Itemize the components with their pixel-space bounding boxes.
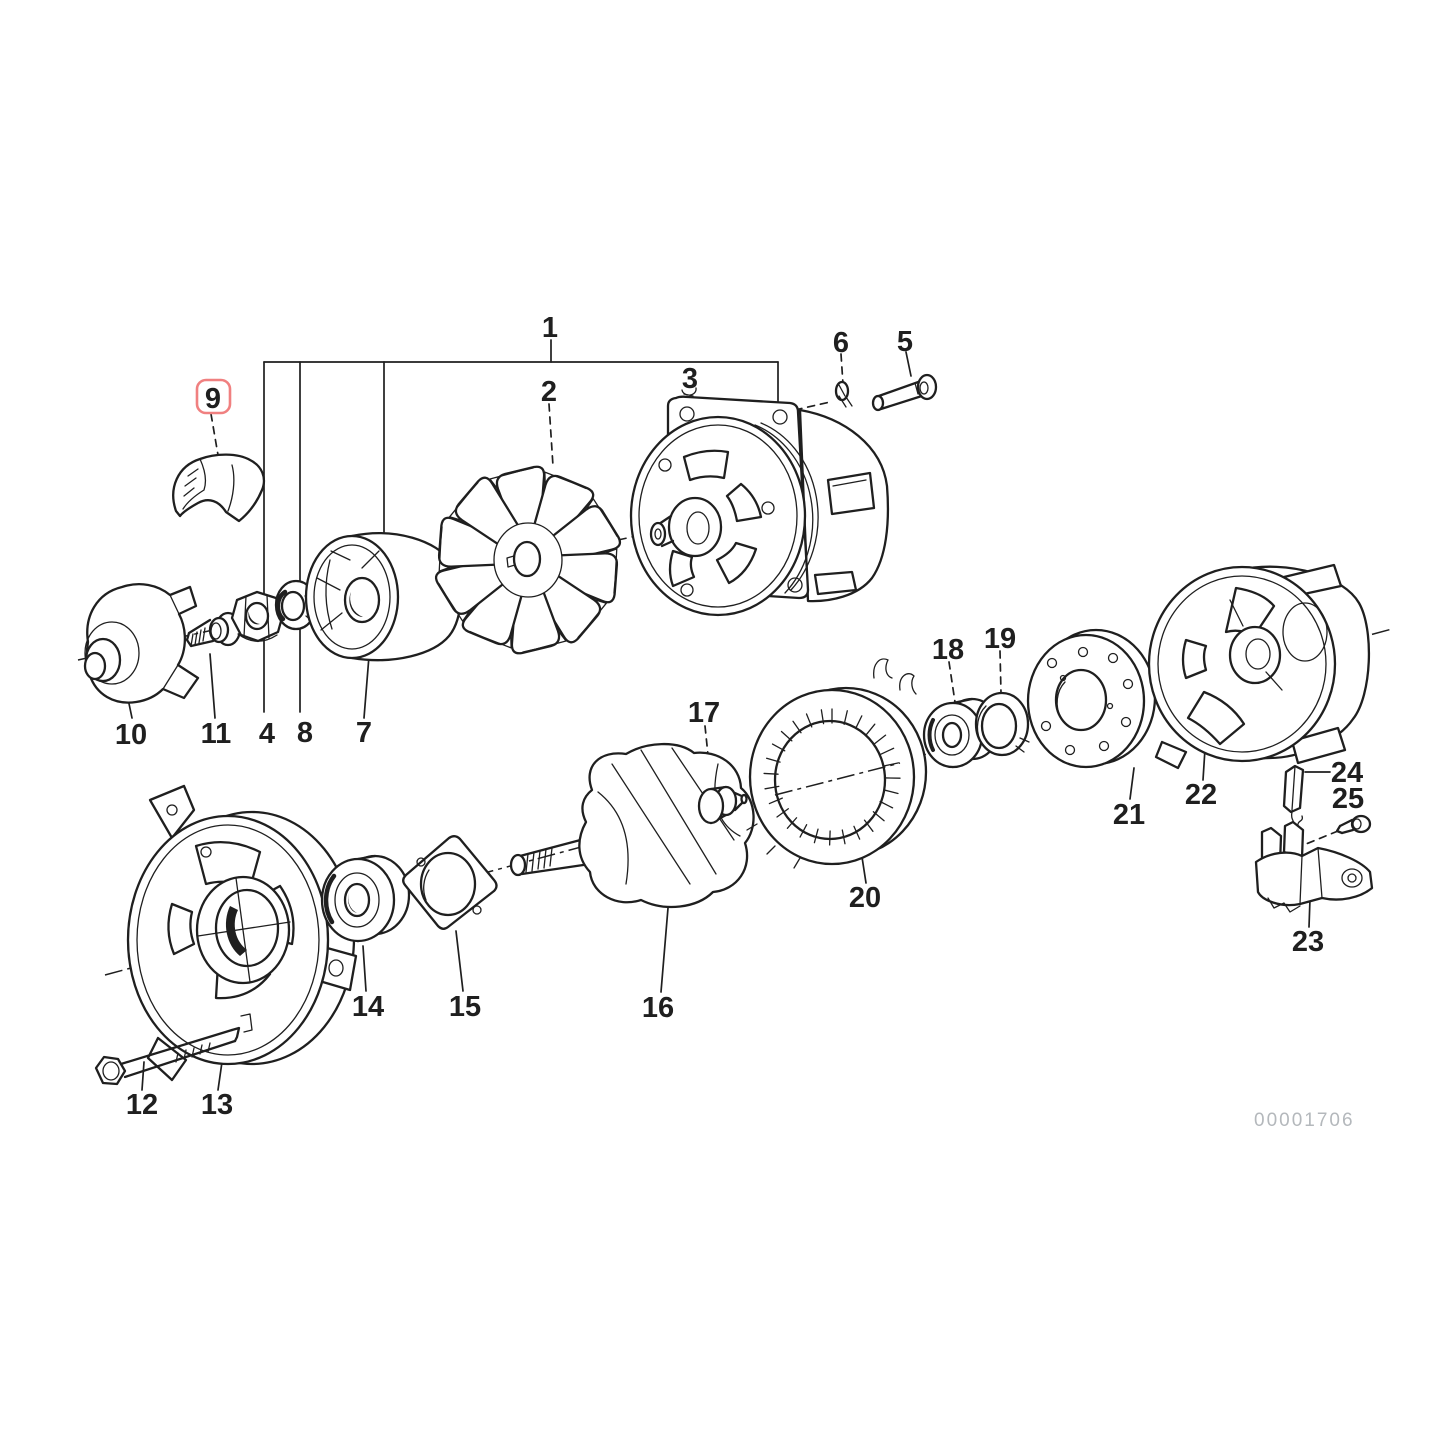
part-21-rectifier-drawing [1026, 628, 1157, 769]
part-20-stator-drawing [746, 658, 928, 869]
part-label-22[interactable]: 22 [1185, 779, 1217, 811]
part-17-slip-ring-drawing [697, 785, 748, 825]
part-label-11[interactable]: 11 [201, 718, 232, 750]
part-23-brush-holder-drawing [1254, 820, 1374, 913]
part-11-bolt-drawing [185, 611, 242, 648]
assembly-1-bracket-lines [263, 339, 779, 713]
part-label-6[interactable]: 6 [833, 327, 849, 359]
part-label-4[interactable]: 4 [259, 718, 275, 750]
part-label-10[interactable]: 10 [115, 719, 147, 751]
part-9-air-scoop-drawing [172, 453, 266, 523]
part-label-3[interactable]: 3 [682, 363, 698, 395]
part-label-17[interactable]: 17 [688, 697, 720, 729]
part-10-hub-drawing [83, 583, 200, 704]
part-label-15[interactable]: 15 [449, 991, 481, 1023]
part-label-2[interactable]: 2 [541, 376, 557, 408]
part-label-18[interactable]: 18 [932, 634, 964, 666]
part-label-1[interactable]: 1 [542, 312, 558, 344]
part-25-screw-drawing [1335, 814, 1372, 835]
part-3-clip-drawing [681, 387, 697, 397]
watermark-plate-number: 00001706 [1254, 1110, 1355, 1131]
highlight-box-part-9 [195, 378, 232, 415]
part-14-bearing-drawing [320, 854, 411, 943]
part-5-bolt-drawing [871, 373, 938, 412]
part-label-25[interactable]: 25 [1332, 783, 1364, 815]
part-13-drive-end-housing-drawing [126, 784, 358, 1082]
part-label-8[interactable]: 8 [297, 717, 313, 749]
part-label-7[interactable]: 7 [356, 717, 372, 749]
part-label-12[interactable]: 12 [126, 1089, 158, 1121]
part-15-bearing-plate-drawing [402, 835, 498, 930]
part-7-pulley-guide-drawing [304, 532, 462, 662]
part-2-fan-drawing [426, 461, 630, 659]
part-label-24[interactable]: 24 [1331, 757, 1363, 789]
part-19-sleeve-drawing [974, 691, 1030, 757]
part-6-screw-drawing [834, 380, 853, 408]
part-label-14[interactable]: 14 [352, 991, 384, 1023]
part-label-23[interactable]: 23 [1292, 926, 1324, 958]
part-3-front-housing-drawing [629, 395, 890, 617]
part-22-rear-housing-drawing [1147, 563, 1371, 770]
part-4-nut-drawing [230, 590, 285, 643]
part-label-19[interactable]: 19 [984, 623, 1016, 655]
part-label-16[interactable]: 16 [642, 992, 674, 1024]
part-number-labels: 1 2 3 4 5 6 7 8 9 10 11 12 13 14 15 16 1… [115, 312, 1364, 1121]
part-label-20[interactable]: 20 [849, 882, 881, 914]
part-label-5[interactable]: 5 [897, 326, 913, 358]
part-label-21[interactable]: 21 [1113, 799, 1145, 831]
part-label-13[interactable]: 13 [201, 1089, 233, 1121]
part-12-through-bolt-drawing [94, 1013, 253, 1086]
part-16-rotor-drawing [509, 742, 755, 909]
part-label-9[interactable]: 9 [205, 383, 221, 415]
